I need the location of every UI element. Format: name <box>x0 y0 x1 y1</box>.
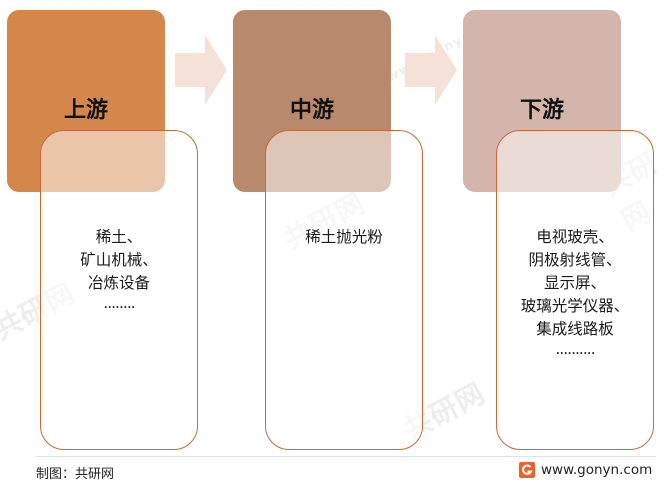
list-item: 矿山机械、 <box>80 251 158 269</box>
source-label: 制图：共研网 <box>36 467 115 482</box>
upstream-items: 稀土、 矿山机械、 冶炼设备 ........ <box>41 226 197 311</box>
midstream-items: 稀土抛光粉 <box>266 226 422 249</box>
midstream-card: 稀土抛光粉 <box>265 130 423 450</box>
list-item: .......... <box>555 340 595 358</box>
list-item: ........ <box>103 294 135 312</box>
list-item: 显示屏、 <box>543 274 606 292</box>
list-item: 稀土抛光粉 <box>305 228 383 246</box>
downstream-title: 下游 <box>519 98 564 123</box>
list-item: 阴极射线管、 <box>528 251 622 269</box>
list-item: 冶炼设备 <box>87 274 150 292</box>
downstream-card: 电视玻壳、 阴极射线管、 显示屏、 玻璃光学仪器、 集成线路板 ........… <box>496 130 654 450</box>
gonyn-logo-icon <box>519 462 535 478</box>
list-item: 集成线路板 <box>536 320 614 338</box>
list-item: 玻璃光学仪器、 <box>520 297 630 315</box>
list-item: 电视玻壳、 <box>536 228 614 246</box>
list-item: 稀土、 <box>95 228 143 246</box>
upstream-card: 稀土、 矿山机械、 冶炼设备 ........ <box>40 130 198 450</box>
footer-url: www.gonyn.com <box>541 462 653 478</box>
midstream-title: 中游 <box>289 98 334 123</box>
footer-divider <box>36 456 656 457</box>
downstream-items: 电视玻壳、 阴极射线管、 显示屏、 玻璃光学仪器、 集成线路板 ........… <box>497 226 653 357</box>
upstream-title: 上游 <box>63 98 108 123</box>
arrow-right-icon <box>405 35 457 105</box>
arrow-right-icon <box>175 35 227 105</box>
